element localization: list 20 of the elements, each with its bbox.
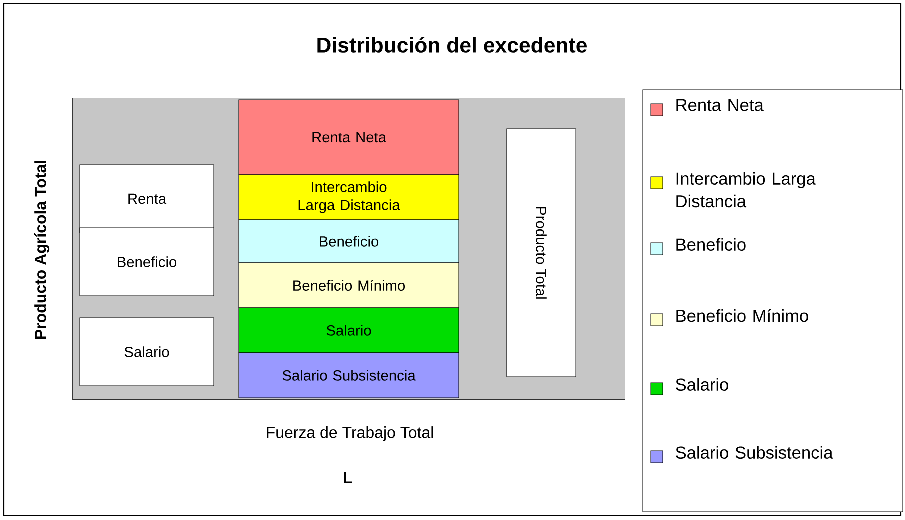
axis-unit: L: [344, 472, 352, 484]
title: Distribución del excedente: [318, 37, 587, 53]
legend-label: Salario: [676, 378, 728, 391]
legend-label: Beneficio Mínimo: [676, 309, 808, 322]
axis-title: Producto Agrícola Total: [34, 161, 50, 339]
stacked-segment: Salario: [238, 308, 460, 354]
stacked-segment: Beneficio: [238, 220, 460, 264]
value-box: Beneficio: [80, 228, 214, 296]
legend-label: Salario Subsistencia: [676, 446, 834, 459]
stacked-segment: Intercambio Larga Distancia: [238, 174, 460, 220]
value-box: Salario: [80, 318, 214, 386]
legend-label: Beneficio: [676, 238, 746, 251]
legend-label: Renta Neta: [676, 99, 764, 112]
axis-title: Fuerza de Trabajo Total: [267, 426, 434, 442]
stacked-segment: Salario Subsistencia: [238, 352, 460, 398]
value-box: Producto Total: [506, 128, 576, 378]
stacked-segment: Renta Neta: [238, 100, 460, 176]
legend-label: Intercambio Larga Distancia: [676, 172, 816, 208]
value-box: Renta: [80, 164, 214, 234]
stacked-segment: Beneficio Mínimo: [238, 262, 460, 308]
